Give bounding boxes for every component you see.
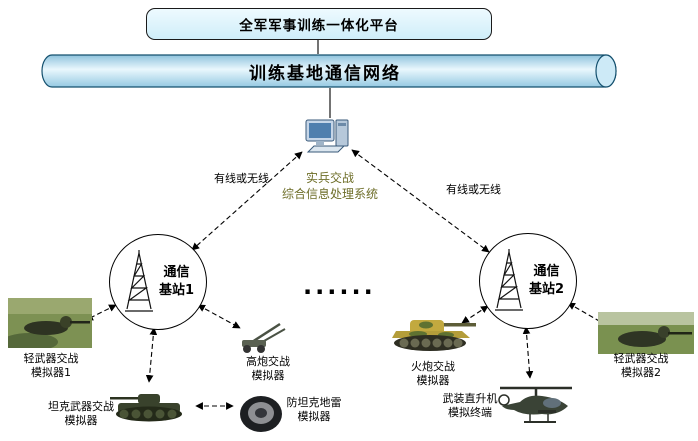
link-station2-artillery — [461, 305, 489, 324]
platform-title: 全军军事训练一体化平台 — [239, 18, 399, 34]
network-title: 训练基地通信网络 — [249, 63, 401, 84]
tank-label: 坦克武器交战 模拟器 — [38, 400, 124, 429]
artillery-photo — [390, 311, 478, 353]
link-computer-station2 — [351, 149, 490, 253]
soldier2-photo — [598, 312, 694, 354]
station1-label-line2: 基站1 — [158, 283, 195, 298]
light2-label: 轻武器交战 模拟器2 — [600, 352, 682, 381]
aa-gun-label: 高炮交战 模拟器 — [226, 355, 310, 384]
aa-gun-label-line1: 高炮交战 — [246, 355, 290, 368]
antenna-tower-icon — [124, 250, 153, 312]
artillery-label-line2: 模拟器 — [416, 374, 450, 388]
link-station2-helicopter — [522, 326, 534, 379]
soldier1-photo — [8, 298, 92, 348]
antenna-tower-icon — [494, 249, 523, 311]
ellipsis-more-stations: ...... — [303, 272, 376, 300]
station2-label-line2: 基站2 — [528, 282, 565, 297]
mine-label: 防坦克地雷 模拟器 — [280, 396, 348, 425]
computer-icon — [304, 118, 352, 160]
processor-label-line2: 综合信息处理系统 — [281, 187, 378, 202]
mine-label-line1: 防坦克地雷 — [286, 396, 342, 409]
helicopter-label: 武装直升机 模拟终端 — [436, 392, 504, 421]
processor-label: 实兵交战 综合信息处理系统 — [262, 170, 398, 202]
tank-label-line1: 坦克武器交战 — [48, 400, 114, 413]
link-station1-tank — [145, 327, 158, 383]
light1-label-line1: 轻武器交战 — [23, 352, 79, 365]
base-station-2-label: 通信 基站2 — [529, 263, 564, 299]
base-station-2: 通信 基站2 — [479, 233, 577, 329]
station1-label-line1: 通信 — [163, 264, 190, 280]
tank-photo — [110, 385, 190, 423]
platform-title-box: 全军军事训练一体化平台 — [146, 8, 492, 40]
tank-label-line2: 模拟器 — [64, 414, 98, 428]
light1-label-line2: 模拟器1 — [31, 366, 71, 380]
light1-label: 轻武器交战 模拟器1 — [10, 352, 92, 381]
link-label-left: 有线或无线 — [214, 172, 269, 185]
processor-label-line1: 实兵交战 — [305, 171, 354, 185]
station2-label-line1: 通信 — [533, 263, 560, 279]
base-station-1-label: 通信 基站1 — [159, 264, 194, 300]
light2-label-line2: 模拟器2 — [621, 366, 661, 380]
helicopter-label-line1: 武装直升机 — [442, 392, 498, 405]
artillery-label-line1: 火炮交战 — [411, 360, 455, 373]
link-computer-station1 — [191, 151, 303, 251]
cylinder-shape — [41, 54, 617, 88]
aa-gun-photo — [232, 320, 292, 354]
light2-label-line1: 轻武器交战 — [613, 352, 669, 365]
aa-gun-label-line2: 模拟器 — [251, 369, 285, 383]
link-label-right: 有线或无线 — [446, 183, 501, 196]
mine-photo — [238, 394, 284, 434]
network-bus-cylinder: 训练基地通信网络 — [40, 54, 622, 88]
artillery-label: 火炮交战 模拟器 — [402, 360, 464, 389]
mine-label-line2: 模拟器 — [297, 410, 331, 424]
base-station-1: 通信 基站1 — [109, 234, 207, 330]
helicopter-label-line2: 模拟终端 — [448, 406, 492, 420]
helicopter-photo — [494, 380, 578, 434]
